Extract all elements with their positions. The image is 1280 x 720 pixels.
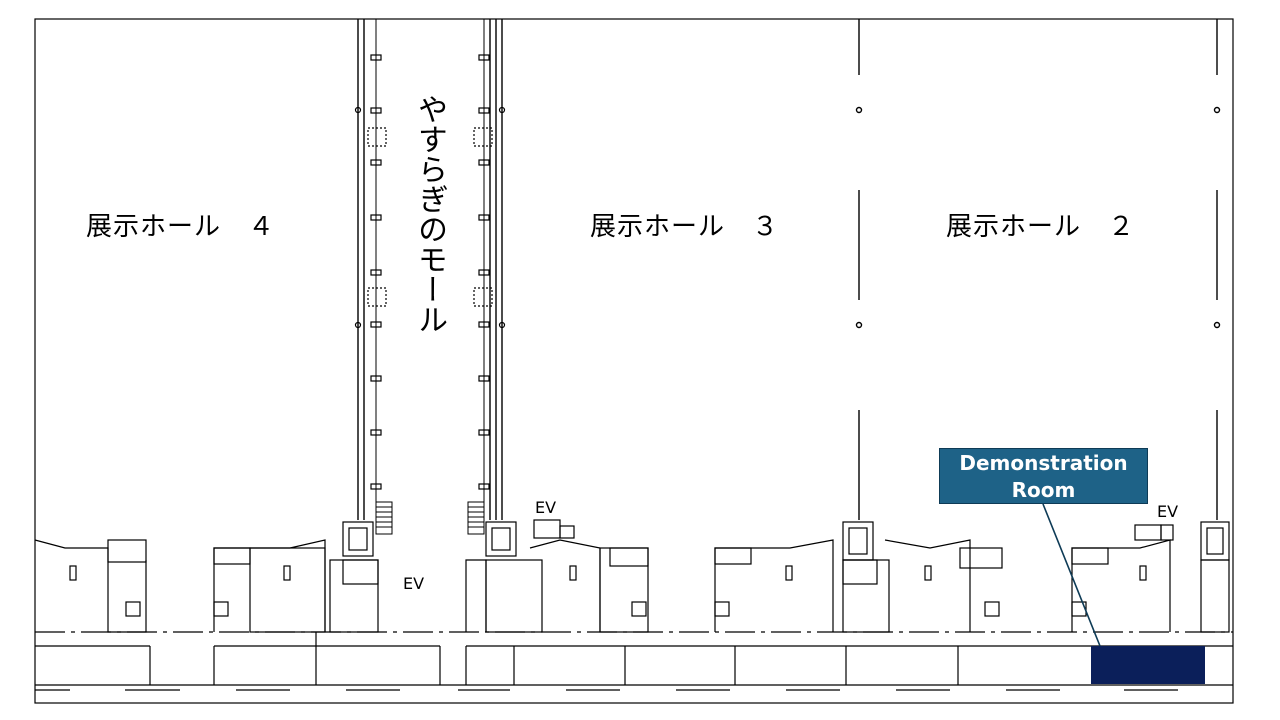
hall-3-label: 展示ホール ３: [590, 212, 780, 242]
mall-walls: [357, 19, 503, 520]
ev-label-1: EV: [403, 574, 425, 593]
callout-line-1: Demonstration: [959, 451, 1128, 475]
elevators: [342, 519, 1230, 561]
stairs: [375, 501, 485, 535]
callout-leader: [1042, 503, 1101, 647]
hall-4-label: 展示ホール ４: [86, 212, 276, 242]
corridor: [35, 631, 1233, 691]
ev-label-2: EV: [535, 498, 557, 517]
ev-label-3: EV: [1157, 502, 1179, 521]
service-blocks: [34, 539, 1230, 633]
hall-dividers: [855, 19, 1221, 520]
mall-label: やすらぎのモール: [412, 94, 447, 334]
demonstration-room: [1091, 646, 1205, 684]
plan-frame: [34, 18, 1234, 704]
hall-2-label: 展示ホール ２: [946, 212, 1136, 242]
mall-ticks: [354, 54, 506, 490]
demonstration-room-callout: Demonstration Room: [939, 448, 1148, 504]
callout-line-2: Room: [1011, 478, 1076, 502]
